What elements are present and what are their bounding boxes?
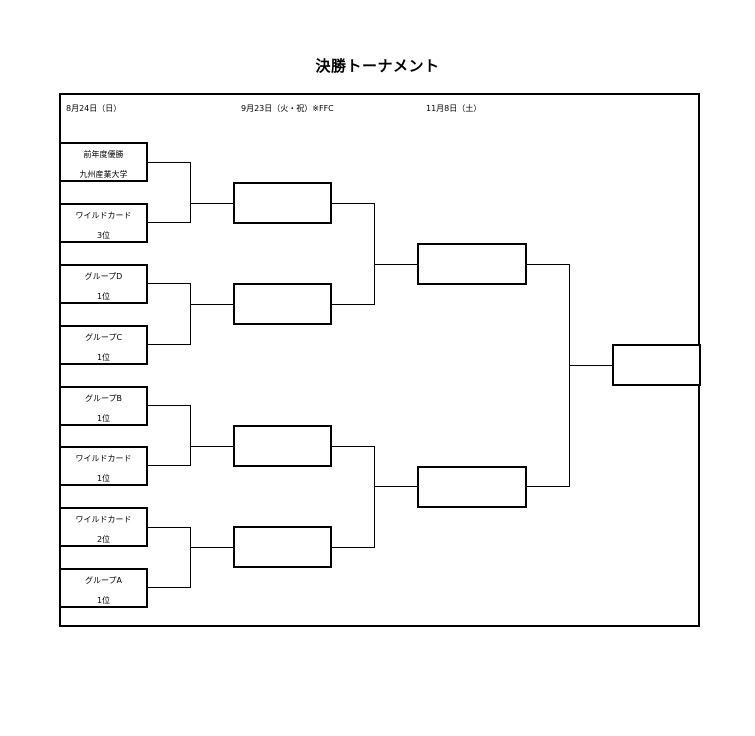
connector <box>148 465 191 466</box>
connector <box>190 446 234 447</box>
match-box-final <box>612 344 701 386</box>
team-slot-3-line2: 1位 <box>96 292 111 301</box>
team-slot-1-line2: 九州産業大学 <box>79 170 128 179</box>
team-slot-8: グループA 1位 <box>59 568 148 608</box>
connector <box>148 405 191 406</box>
connector <box>148 162 191 163</box>
page-title: 決勝トーナメント <box>315 57 440 75</box>
match-box-qf-4 <box>233 526 332 568</box>
connector <box>190 547 234 548</box>
connector <box>190 283 191 344</box>
team-slot-7-line1: ワイルドカード <box>75 515 132 524</box>
team-slot-8-line2: 1位 <box>96 596 111 605</box>
match-box-sf-1 <box>417 243 527 285</box>
team-slot-1-line1: 前年度優勝 <box>83 150 124 159</box>
connector <box>374 486 418 487</box>
connector <box>332 547 375 548</box>
date-semifinal: 11月8日（土） <box>426 104 482 113</box>
team-slot-6-line1: ワイルドカード <box>75 454 132 463</box>
connector <box>190 203 234 204</box>
team-slot-5-line1: グループB <box>84 394 122 403</box>
connector <box>190 527 191 587</box>
team-slot-6: ワイルドカード 1位 <box>59 446 148 486</box>
connector <box>527 264 570 265</box>
match-box-sf-2 <box>417 466 527 508</box>
team-slot-6-line2: 1位 <box>96 474 111 483</box>
connector <box>569 365 613 366</box>
connector <box>190 405 191 465</box>
team-slot-7-line2: 2位 <box>96 535 111 544</box>
connector <box>190 162 191 222</box>
connector <box>527 486 570 487</box>
team-slot-3-line1: グループD <box>84 272 123 281</box>
date-round2: 9月23日（火・祝）※FFC <box>241 104 334 113</box>
connector <box>148 587 191 588</box>
connector <box>569 264 570 486</box>
team-slot-2: ワイルドカード 3位 <box>59 203 148 243</box>
connector <box>148 283 191 284</box>
team-slot-3: グループD 1位 <box>59 264 148 304</box>
team-slot-4-line2: 1位 <box>96 353 111 362</box>
team-slot-2-line2: 3位 <box>96 231 111 240</box>
connector <box>374 203 375 304</box>
team-slot-2-line1: ワイルドカード <box>75 211 132 220</box>
connector <box>148 344 191 345</box>
team-slot-8-line1: グループA <box>85 576 122 585</box>
connector <box>332 304 375 305</box>
team-slot-7: ワイルドカード 2位 <box>59 507 148 547</box>
connector <box>148 527 191 528</box>
connector <box>332 203 375 204</box>
team-slot-5-line2: 1位 <box>96 414 111 423</box>
bracket-frame <box>59 93 700 627</box>
connector <box>332 446 375 447</box>
connector <box>148 222 191 223</box>
match-box-qf-3 <box>233 425 332 467</box>
connector <box>190 304 234 305</box>
team-slot-5: グループB 1位 <box>59 386 148 426</box>
connector <box>374 264 418 265</box>
team-slot-4: グループC 1位 <box>59 325 148 365</box>
team-slot-1: 前年度優勝 九州産業大学 <box>59 142 148 182</box>
connector <box>374 446 375 547</box>
match-box-qf-2 <box>233 283 332 325</box>
match-box-qf-1 <box>233 182 332 224</box>
date-round1: 8月24日（日） <box>66 104 122 113</box>
team-slot-4-line1: グループC <box>84 333 123 342</box>
